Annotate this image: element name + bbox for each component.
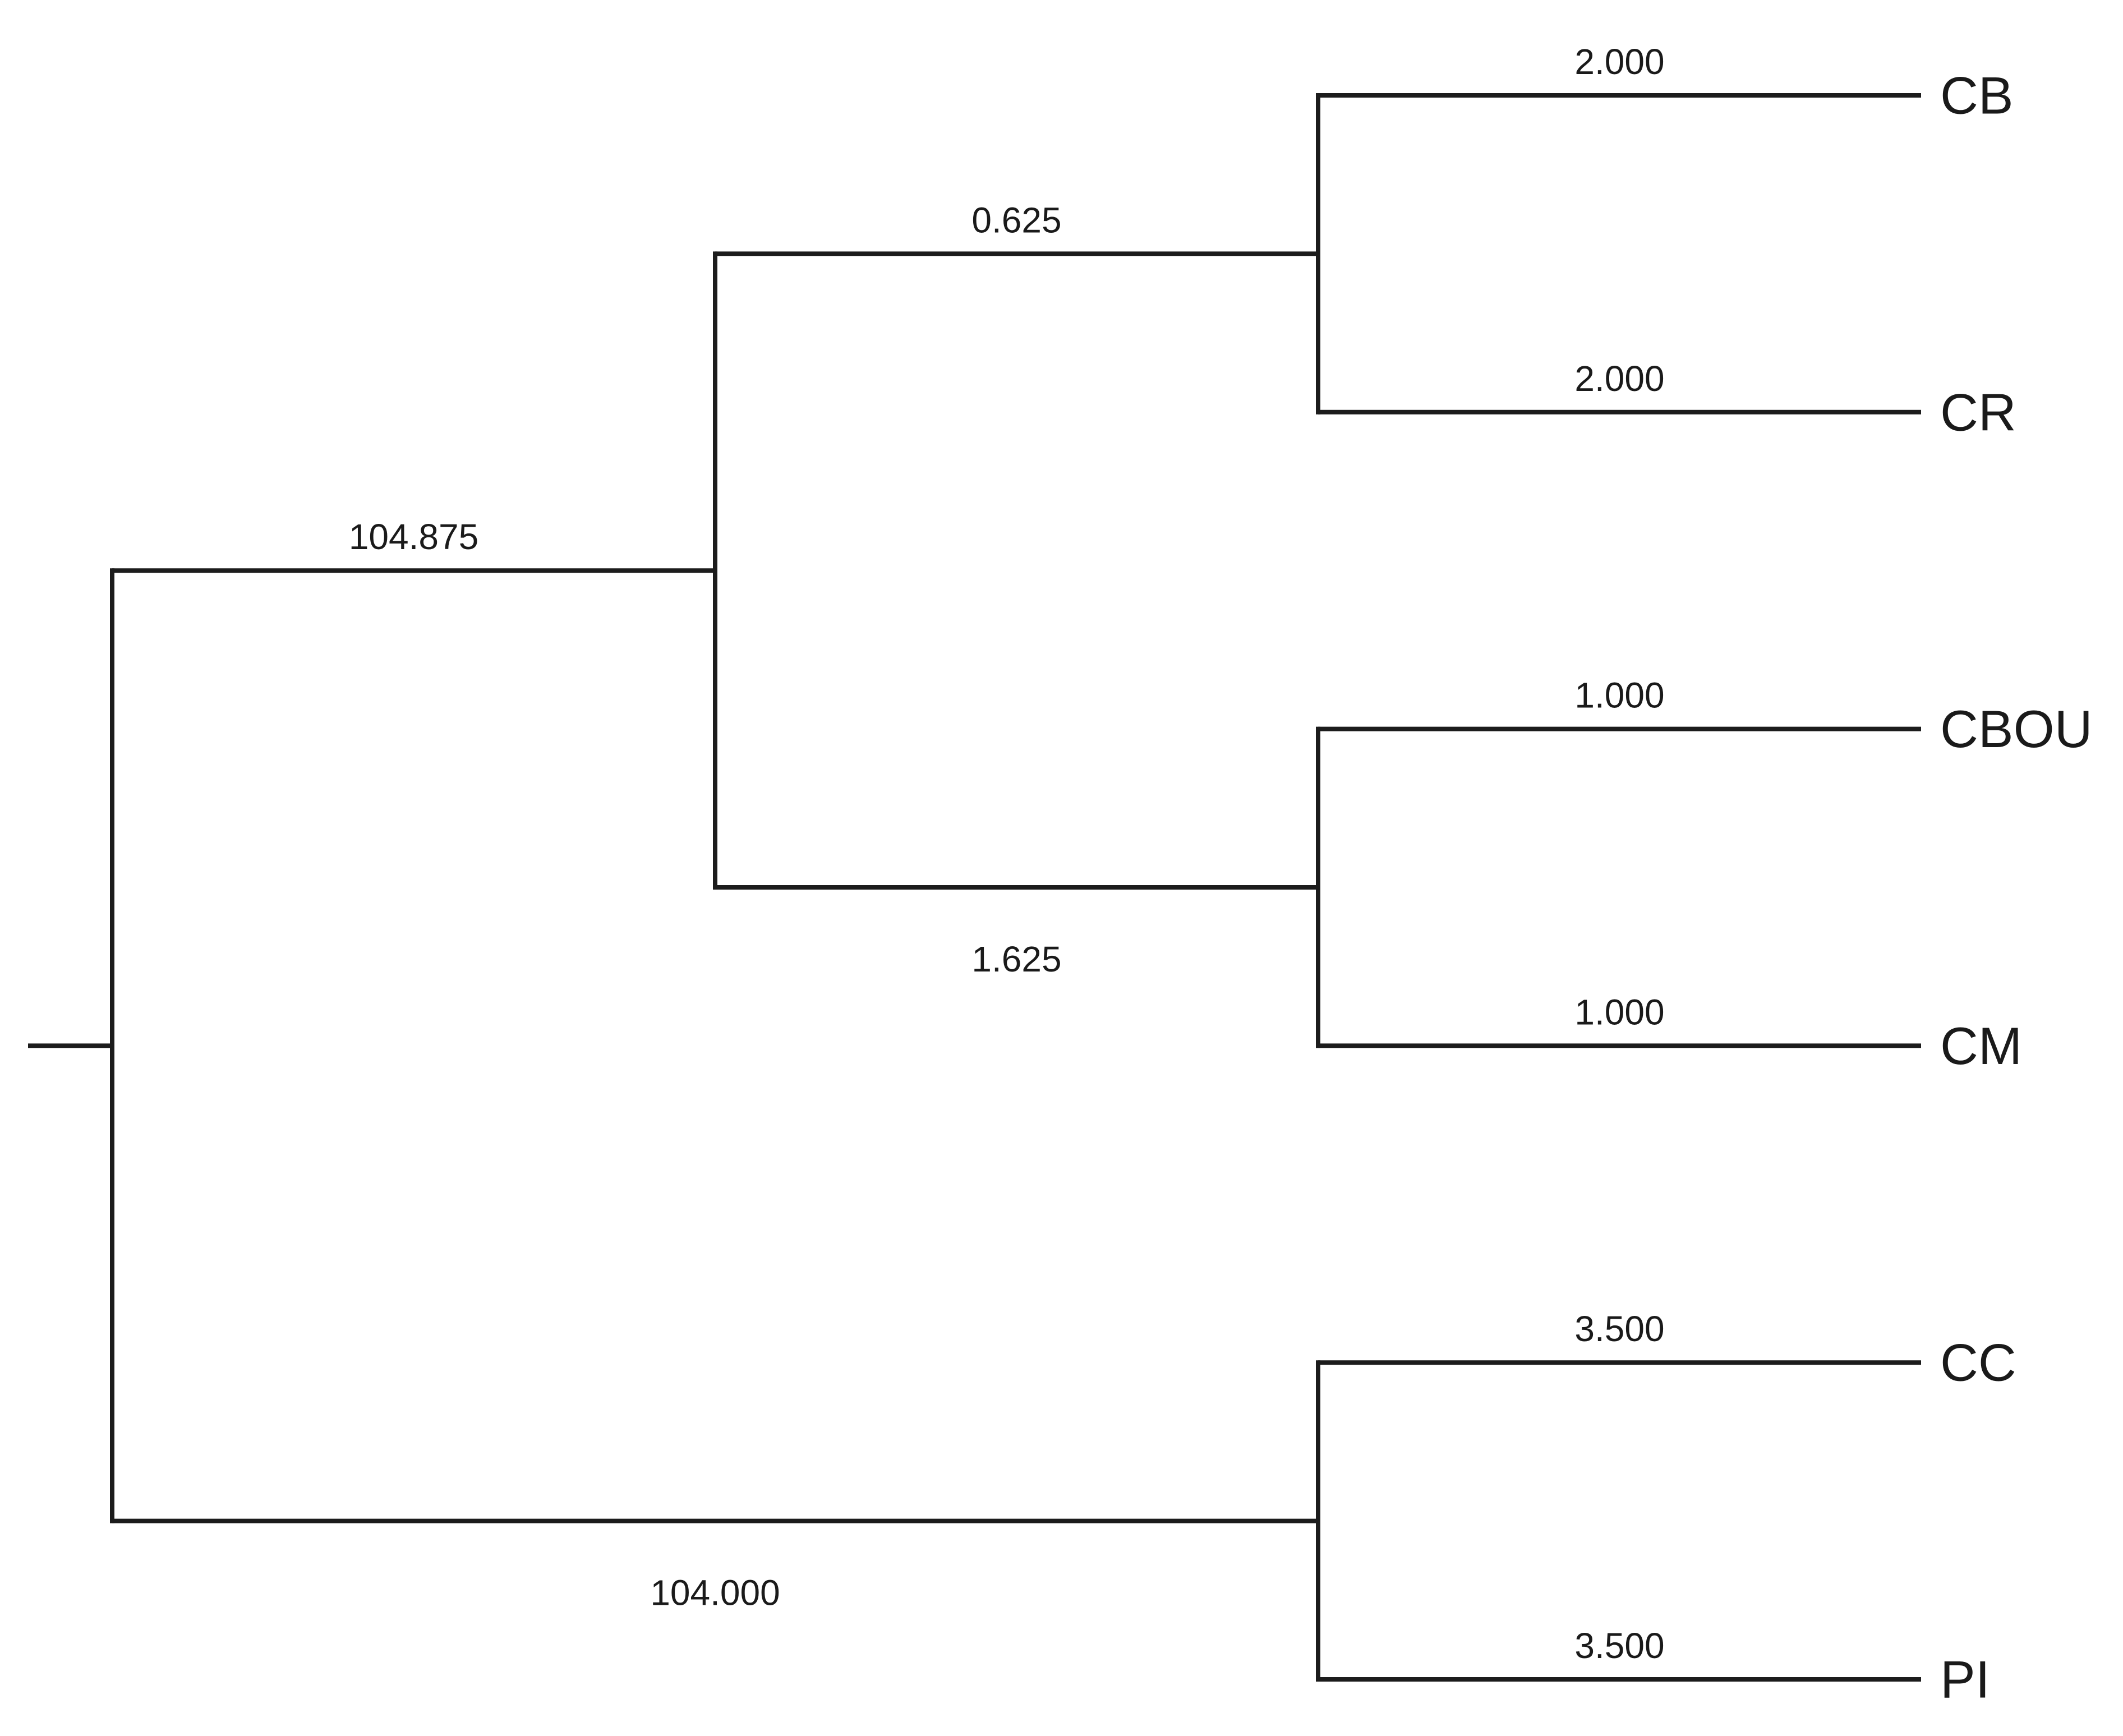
leaf-label: CBOU <box>1940 699 2093 758</box>
leaf-label: CM <box>1940 1016 2022 1075</box>
branch-length-label: 2.000 <box>1574 42 1664 82</box>
branch-length-label: 104.000 <box>650 1573 780 1613</box>
branch-length-label: 0.625 <box>971 200 1061 240</box>
branch-length-label: 1.000 <box>1574 675 1664 716</box>
branch-length-label: 3.500 <box>1574 1626 1664 1666</box>
branch-length-label: 104.875 <box>349 517 478 557</box>
leaf-label: CC <box>1940 1333 2016 1392</box>
leaf-label: PI <box>1940 1650 1990 1709</box>
branch-length-label: 1.000 <box>1574 992 1664 1032</box>
branch-length-label: 1.625 <box>971 939 1061 979</box>
branch-length-label: 3.500 <box>1574 1309 1664 1349</box>
branch-length-label: 2.000 <box>1574 358 1664 399</box>
leaf-label: CB <box>1940 66 2014 125</box>
leaf-label: CR <box>1940 383 2016 441</box>
